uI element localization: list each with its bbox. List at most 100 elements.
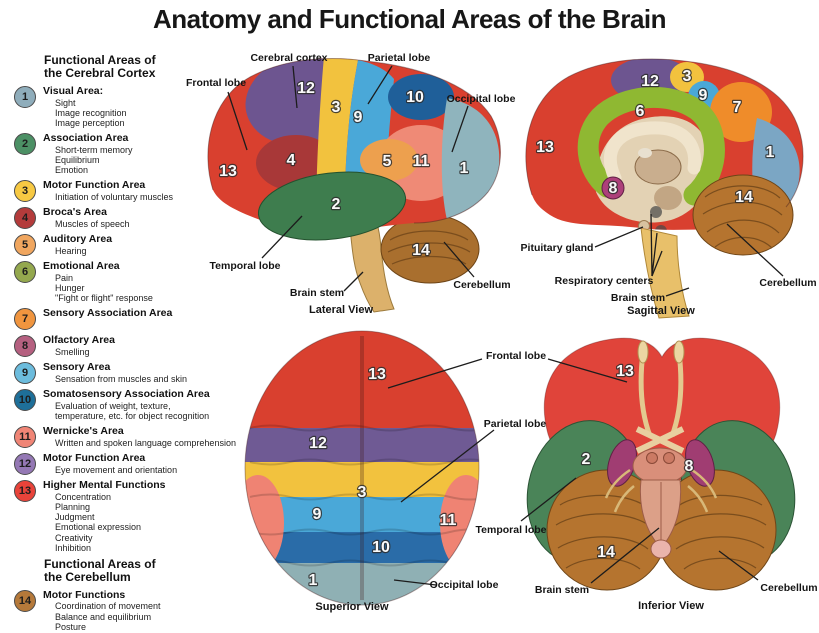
page-title: Anatomy and Functional Areas of the Brai… [152, 4, 667, 34]
sagittal-brain-stem [640, 227, 690, 319]
legend-area-name: Olfactory Area [43, 334, 115, 347]
area-number: 11 [440, 512, 457, 529]
legend-area-details: Coordination of movement Balance and equ… [55, 601, 161, 632]
legend-area-name: Motor Function Area [43, 452, 146, 465]
legend-area-details: Eye movement and orientation [55, 464, 178, 475]
caption-sagittal-view: Sagittal View [627, 305, 695, 317]
legend-area-name: Motor Functions [43, 588, 126, 601]
area-number: 10 [406, 89, 424, 106]
area-number: 1 [309, 572, 318, 589]
legend-area-details: Sight Image recognition Image perception [55, 97, 127, 128]
legend-number-badge: 11 [14, 426, 36, 449]
legend-number-badge: 9 [14, 362, 36, 385]
area-number: 12 [641, 73, 659, 90]
label-temporal-lobe-lateral: Temporal lobe [209, 260, 281, 272]
label-respiratory-centers: Respiratory centers [554, 275, 654, 287]
label-cerebellum-lateral: Cerebellum [453, 279, 511, 291]
legend-item-1: 1 Visual Area: Sight Image recognition I… [12, 85, 248, 128]
area-number: 3 [683, 68, 692, 85]
optic-chiasm [635, 426, 685, 454]
legend-area-details: Sensation from muscles and skin [55, 373, 188, 384]
legend-area-details: Initiation of voluntary muscles [55, 191, 174, 202]
caption-superior-view: Superior View [315, 601, 389, 613]
superior-view-art [244, 330, 480, 606]
area-number: 13 [616, 363, 634, 380]
label-cerebellum-sagittal: Cerebellum [759, 277, 817, 289]
area-number: 11 [413, 153, 430, 170]
label-brain-stem-lateral: Brain stem [289, 287, 345, 299]
legend-area-details: Evaluation of weight, texture, temperatu… [55, 400, 210, 422]
legend-area-details: Written and spoken language comprehensio… [55, 437, 236, 448]
area-number: 9 [699, 87, 708, 104]
legend-area-details: Hearing [55, 245, 87, 256]
lateral-cerebellum [380, 214, 480, 284]
inferior-region-8-right [685, 439, 715, 487]
superior-region-9 [245, 497, 479, 532]
area-number: 13 [536, 139, 554, 156]
area-number: 12 [297, 80, 315, 97]
legend-number-badge: 8 [14, 335, 36, 358]
label-temporal-lobe-inferior: Temporal lobe [475, 524, 547, 536]
inferior-cerebellum [546, 469, 777, 591]
legend-area-name: Wernicke's Area [43, 425, 124, 438]
label-brain-stem-inferior: Brain stem [534, 584, 590, 596]
legend-number-badge: 13 [14, 480, 36, 503]
area-number: 14 [412, 242, 430, 259]
superior-region-11-right [440, 475, 479, 571]
lateral-region-10 [388, 74, 454, 120]
legend-number-badge: 12 [14, 453, 36, 476]
legend-number-badge: 1 [14, 86, 36, 108]
pons [632, 447, 688, 485]
legend-area-details: Muscles of speech [55, 218, 130, 229]
legend-item-9: 9 Sensory Area Sensation from muscles an… [12, 362, 248, 385]
legend-area-name: Motor Function Area [43, 179, 146, 192]
area-number: 14 [597, 544, 615, 561]
area-number: 4 [287, 152, 296, 169]
superior-region-12 [245, 428, 479, 462]
area-number: 10 [372, 539, 390, 556]
area-number: 5 [383, 153, 392, 170]
area-number: 8 [685, 458, 694, 475]
label-pituitary-gland: Pituitary gland [520, 242, 594, 254]
sagittal-region-6 [577, 86, 725, 206]
area-number: 1 [766, 144, 775, 161]
legend-area-name: Broca's Area [43, 206, 107, 219]
sagittal-region-8 [601, 176, 625, 200]
label-occipital-lobe-lateral: Occipital lobe [446, 93, 516, 105]
legend-panel: Functional Areas of the Cerebral Cortex … [12, 54, 248, 633]
legend-item-4: 4 Broca's Area Muscles of speech [12, 206, 248, 230]
sagittal-cerebellum [692, 174, 794, 256]
corpus-callosum [603, 121, 702, 185]
legend-area-details: Pain Hunger "Fight or flight" response [55, 272, 153, 304]
legend-header-cortex: Functional Areas of the Cerebral Cortex [44, 53, 156, 80]
area-number: 7 [733, 99, 742, 116]
thalamus [634, 149, 682, 185]
legend-item-6: 6 Emotional Area Pain Hunger "Fight or f… [12, 261, 248, 303]
label-brain-stem-sagittal: Brain stem [610, 292, 666, 304]
legend-area-name: Visual Area: [43, 85, 104, 97]
area-number: 2 [332, 196, 341, 213]
area-number: 12 [309, 435, 327, 452]
sagittal-view-art [525, 58, 804, 319]
area-number: 3 [332, 99, 341, 116]
legend-item-13: 13 Higher Mental Functions Concentration… [12, 480, 248, 553]
legend-item-7: 7 Sensory Association Area [12, 308, 248, 331]
lateral-view-art [207, 57, 501, 313]
legend-item-5: 5 Auditory Area Hearing [12, 234, 248, 257]
label-cerebellum-inferior: Cerebellum [760, 582, 818, 594]
superior-region-11-left [245, 475, 284, 571]
area-number: 6 [636, 103, 645, 120]
legend-area-details: Concentration Planning Judgment Emotiona… [55, 491, 142, 553]
area-number: 13 [219, 163, 237, 180]
legend-area-name: Higher Mental Functions [43, 479, 166, 492]
legend-header-cerebellum: Functional Areas of the Cerebellum [44, 556, 156, 584]
lateral-brain-stem [348, 218, 395, 313]
legend-area-name: Association Area [43, 132, 129, 145]
area-number: 13 [368, 366, 386, 383]
label-parietal-lobe-lateral: Parietal lobe [367, 52, 431, 64]
respiratory-centers-spots [650, 206, 667, 231]
inferior-view-art [526, 337, 796, 591]
superior-region-10 [245, 532, 479, 563]
